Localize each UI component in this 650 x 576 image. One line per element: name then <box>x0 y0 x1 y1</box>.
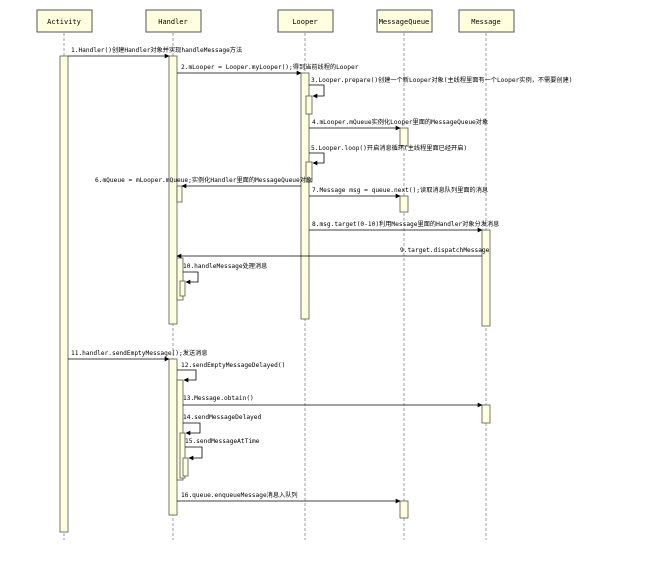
participant-activity: Activity <box>36 9 93 33</box>
message-9-label: 9.target.dispatchMessage <box>400 247 490 254</box>
message-9: 9.target.dispatchMessage <box>176 247 490 259</box>
message-13-label: 13.Message.obtain() <box>183 395 254 402</box>
message-activation-2 <box>481 404 491 424</box>
message-3: 3.Looper.prepare()创建一个新Looper对象(主线程里面有一个… <box>309 76 573 99</box>
message-11-label: 11.handler.sendEmptyMessage();发送消息 <box>71 349 208 357</box>
message-8-label: 8.msg.target(0-10)利用Message里面的Handler对象分… <box>312 220 499 228</box>
messagequeue-activation-3 <box>399 500 409 519</box>
message-15-label: 15.sendMessageAtTime <box>185 438 260 445</box>
participant-handler: Handler <box>145 9 202 33</box>
participant-messagequeue: MessageQueue <box>376 9 433 33</box>
message-6-label: 6.mQueue = mLooper.mQueue;实例化Handler里面的M… <box>95 176 312 184</box>
message-12-label: 12.sendEmptyMessageDelayed() <box>181 362 285 369</box>
messagequeue-activation-1 <box>399 127 409 147</box>
participant-looper: Looper <box>277 9 334 33</box>
message-10-label: 10.handleMessage处理消息 <box>183 262 267 270</box>
message-4: 4.mLooper.mQueue实例化Looper里面的MessageQueue… <box>309 118 488 131</box>
message-7-label: 7.Message msg = queue.next();读取消息队列里面的消息 <box>312 186 488 194</box>
looper-activation-prepare <box>305 95 313 115</box>
message-12: 12.sendEmptyMessageDelayed() <box>177 362 285 383</box>
handler-activation-2 <box>168 358 178 516</box>
message-4-label: 4.mLooper.mQueue实例化Looper里面的MessageQueue… <box>312 118 488 126</box>
handler-activation-2c <box>179 432 186 479</box>
message-14-label: 14.sendMessageDelayed <box>183 414 262 421</box>
handler-activation-2d <box>182 457 189 477</box>
message-10: 10.handleMessage处理消息 <box>183 262 267 285</box>
message-15: 15.sendMessageAtTime <box>185 438 260 461</box>
message-14: 14.sendMessageDelayed <box>183 414 262 436</box>
message-7: 7.Message msg = queue.next();读取消息队列里面的消息 <box>309 186 488 199</box>
looper-activation-loop <box>305 161 313 183</box>
message-1-label: 1.Handler()创建Handler对象并实现handleMessage方法 <box>71 46 242 54</box>
participant-handler-label: Handler <box>158 18 188 26</box>
message-8: 8.msg.target(0-10)利用Message里面的Handler对象分… <box>309 220 499 233</box>
handler-activation-1b <box>176 185 183 203</box>
handler-activation-2b <box>176 379 184 481</box>
message-5: 5.Looper.loop()开启消息循环(主线程里面已经开启) <box>309 144 467 166</box>
message-6: 6.mQueue = mLooper.mQueue;实例化Handler里面的M… <box>95 176 312 189</box>
message-16: 16.queue.enqueueMessage消息入队列 <box>177 491 401 504</box>
activity-activation <box>59 55 69 533</box>
participant-message: Message <box>458 9 515 33</box>
message-13: 13.Message.obtain() <box>183 395 483 408</box>
messagequeue-activation-2 <box>399 195 409 213</box>
message-16-label: 16.queue.enqueueMessage消息入队列 <box>181 491 298 499</box>
participant-activity-label: Activity <box>47 18 81 26</box>
message-11: 11.handler.sendEmptyMessage();发送消息 <box>68 349 208 362</box>
message-5-label: 5.Looper.loop()开启消息循环(主线程里面已经开启) <box>311 144 467 152</box>
message-activation-1 <box>481 229 491 327</box>
participant-looper-label: Looper <box>292 18 317 26</box>
message-2-label: 2.mLooper = Looper.myLooper();得到当前线程的Loo… <box>181 63 359 71</box>
message-3-label: 3.Looper.prepare()创建一个新Looper对象(主线程里面有一个… <box>311 76 573 84</box>
message-2: 2.mLooper = Looper.myLooper();得到当前线程的Loo… <box>177 63 359 76</box>
message-1: 1.Handler()创建Handler对象并实现handleMessage方法 <box>68 46 242 59</box>
handler-activation-1d <box>179 280 186 297</box>
handler-activation-1 <box>168 55 178 325</box>
participant-message-label: Message <box>471 18 501 26</box>
participant-messagequeue-label: MessageQueue <box>379 18 430 26</box>
